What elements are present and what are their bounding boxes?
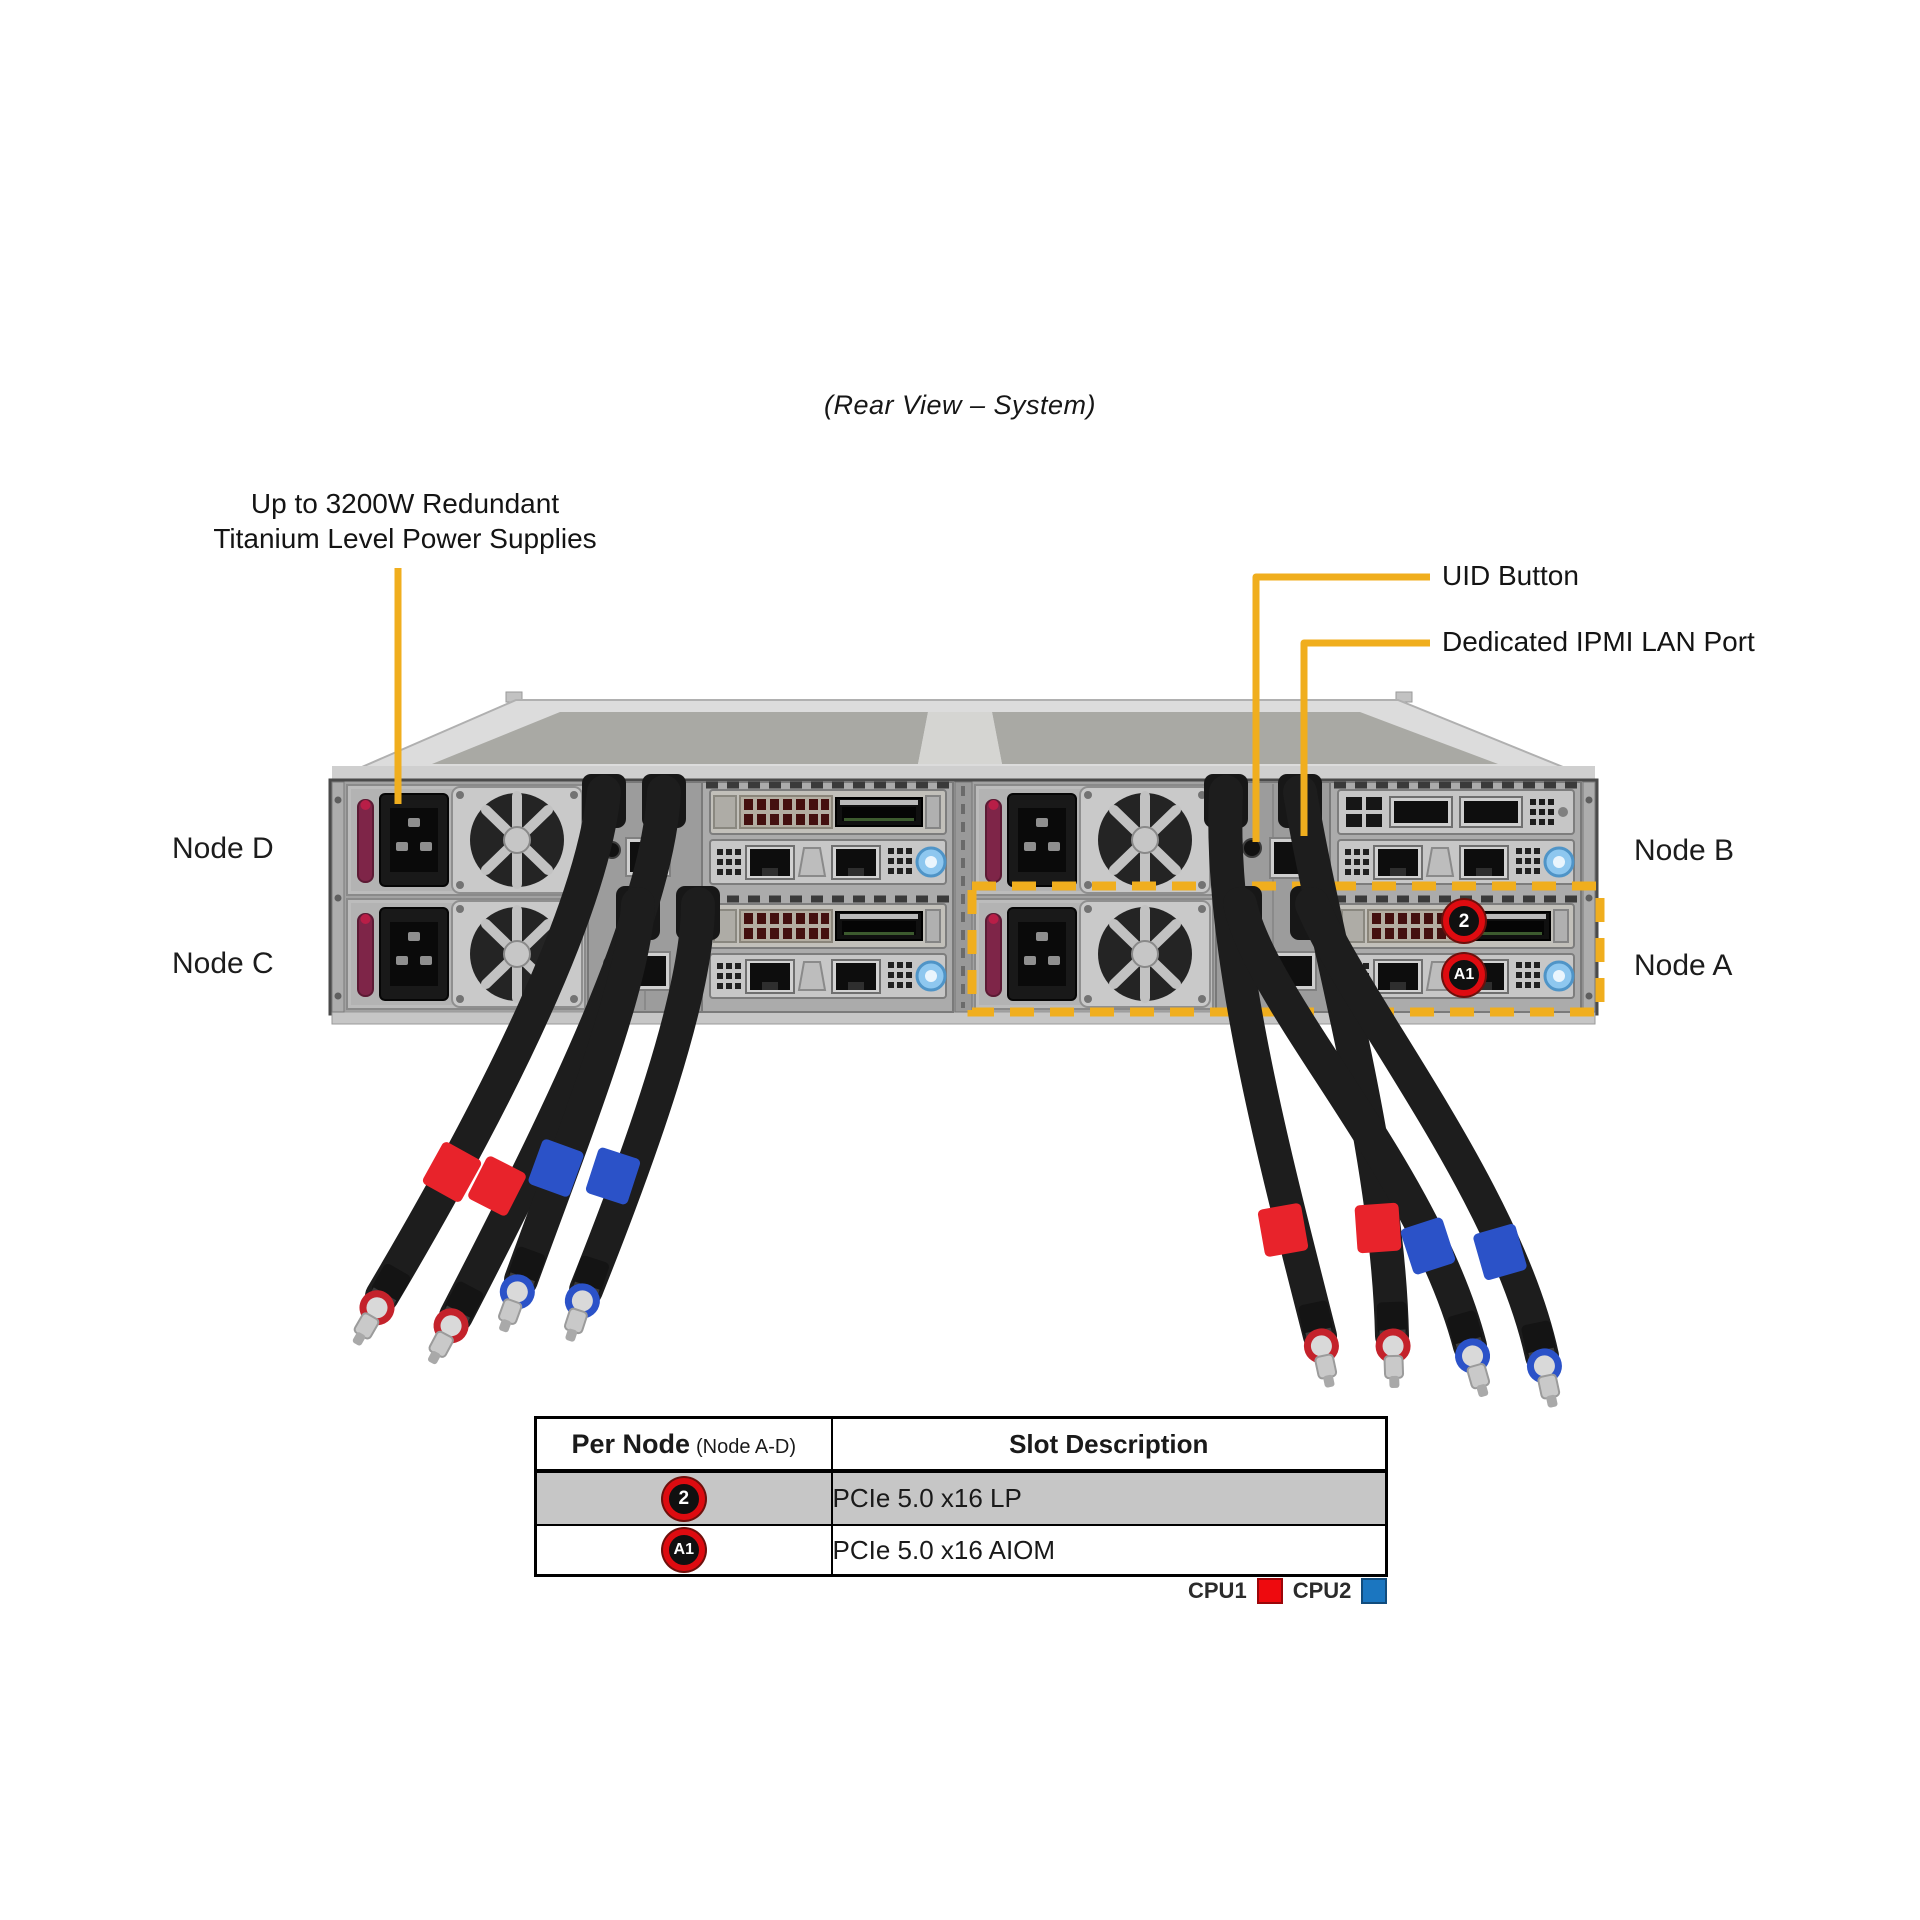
uid-button (1242, 838, 1262, 858)
psu-node-b (975, 785, 1213, 895)
chassis-top-cover (331, 691, 1596, 781)
node-c-aiom-ports (708, 952, 948, 1000)
psu-callout-line1: Up to 3200W Redundant (250, 488, 560, 519)
psu-node-d (347, 785, 585, 895)
slot-description-header: Slot Description (1009, 1428, 1209, 1459)
node-b-aiom-ports (1336, 838, 1576, 886)
ipmi-callout-line (1300, 639, 1430, 836)
table-slot2-badge: 2 (662, 1477, 705, 1520)
rear-panel (328, 778, 1599, 1025)
node-label-c: Node C (172, 947, 274, 980)
psu-node-a (975, 899, 1213, 1009)
psu-callout-line2: Titanium Level Power Supplies (213, 523, 597, 554)
node-tray-left (701, 781, 954, 1013)
table-header-row: Per Node (Node A-D) Slot Description (534, 1416, 1388, 1473)
node-d-pcie-slot (709, 789, 947, 835)
callout-lines (394, 568, 1430, 842)
per-node-header-cell: Per Node (Node A-D) (534, 1416, 833, 1473)
node-label-d: Node D (172, 832, 274, 865)
node-b-pcie-slot (1337, 789, 1575, 835)
node-c-pcie-slot (709, 903, 947, 949)
slot2-description-cell: PCIe 5.0 x16 LP (830, 1470, 1388, 1526)
per-node-header: Per Node (571, 1428, 690, 1459)
node-label-a: Node A (1634, 949, 1733, 982)
cpu2-color-swatch (1361, 1578, 1388, 1604)
table-row: A1 PCIe 5.0 x16 AIOM (534, 1524, 1388, 1577)
aiom-description-cell: PCIe 5.0 x16 AIOM (830, 1524, 1388, 1577)
table-aiom-badge: A1 (662, 1529, 705, 1571)
per-node-suffix: (Node A-D) (696, 1435, 797, 1458)
uid-callout-label: UID Button (1442, 560, 1579, 591)
node-a-highlight-box (967, 881, 1605, 1017)
cables (343, 774, 1568, 1410)
cable-color-bands (422, 1139, 1527, 1280)
cpu-legend: CPU1 CPU2 (1188, 1578, 1388, 1604)
cpu1-legend-label: CPU1 (1188, 1578, 1247, 1603)
ipmi-callout-label: Dedicated IPMI LAN Port (1442, 626, 1755, 657)
slot2-badge-cell: 2 (534, 1470, 833, 1526)
psu-callout-label: Up to 3200W Redundant Titanium Level Pow… (150, 486, 660, 556)
figure-title: (Rear View – System) (823, 390, 1097, 420)
slot-description-table: Per Node (Node A-D) Slot Description 2 PC… (534, 1416, 1388, 1577)
table-row: 2 PCIe 5.0 x16 LP (534, 1470, 1388, 1526)
chassis-aiom-badge: A1 (1443, 954, 1485, 996)
node-label-b: Node B (1634, 834, 1735, 867)
node-d-aiom-ports (708, 838, 948, 886)
cpu2-legend-label: CPU2 (1292, 1578, 1352, 1603)
slot-description-header-cell: Slot Description (830, 1416, 1388, 1473)
chassis-slot2-badge: 2 (1443, 900, 1485, 942)
uid-callout-line (1252, 573, 1430, 842)
cpu1-color-swatch (1256, 1578, 1283, 1604)
aiom-badge-cell: A1 (534, 1524, 833, 1577)
